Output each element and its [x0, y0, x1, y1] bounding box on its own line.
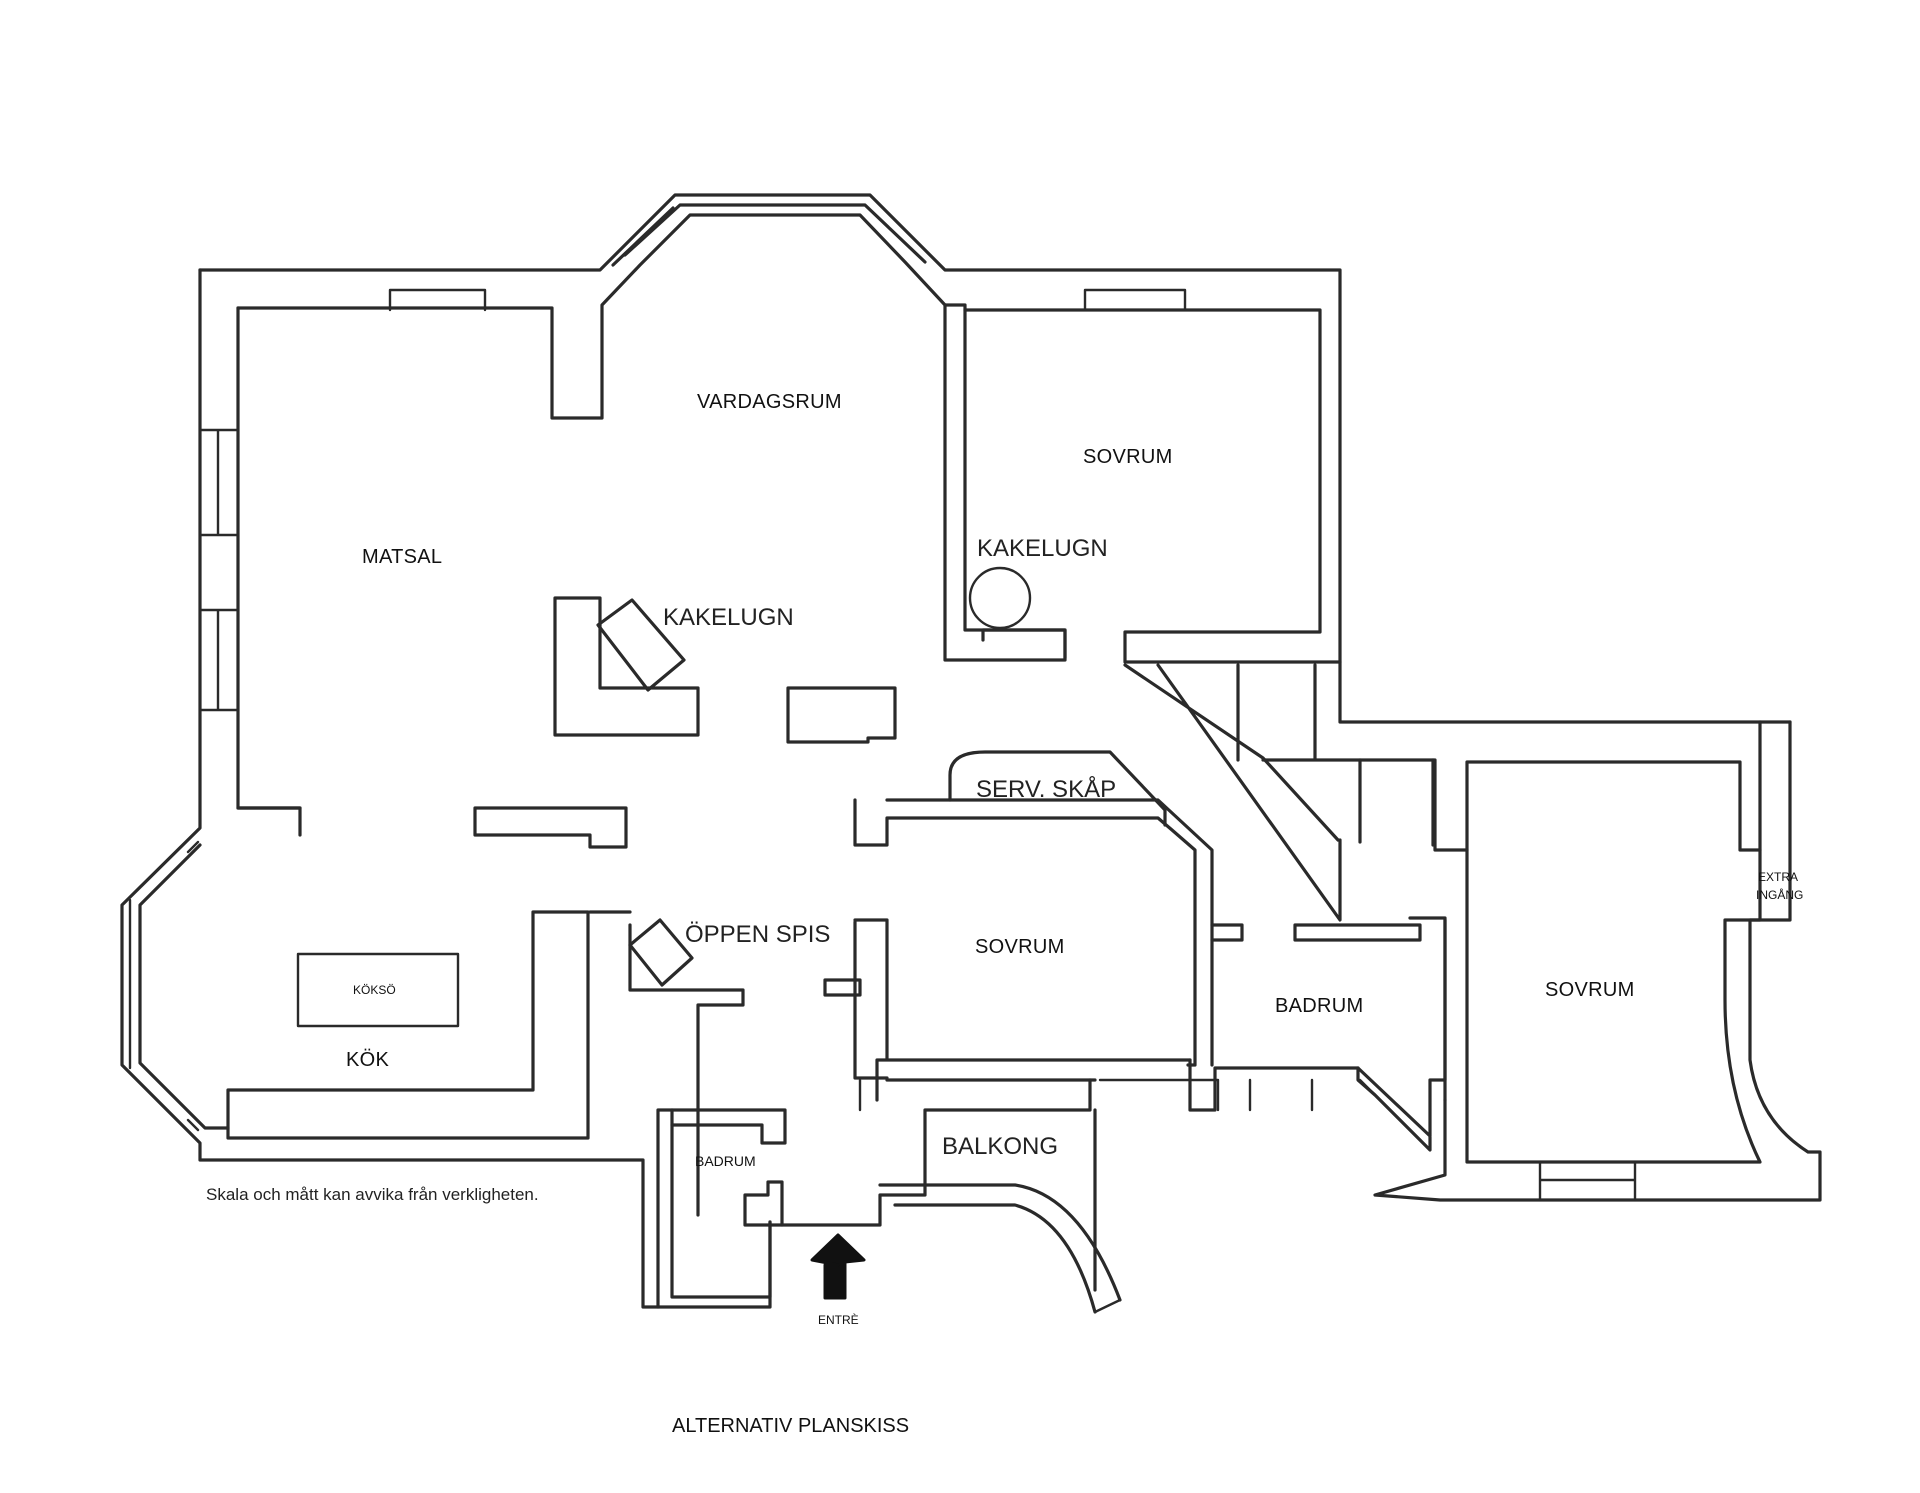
room-label-badrum-small: BADRUM — [695, 1153, 756, 1169]
room-label-balkong: BALKONG — [942, 1133, 1059, 1160]
fixture-label-koksoe: KÖKSÖ — [353, 983, 396, 997]
outer-walls — [120, 193, 1792, 1309]
label-ingang: INGÅNG — [1756, 888, 1804, 902]
room-label-sovrum-top: SOVRUM — [1083, 446, 1173, 468]
plan-title: ALTERNATIV PLANSKISS — [672, 1415, 910, 1437]
entrance-arrow — [810, 1233, 866, 1300]
room-label-sovrum-right: SOVRUM — [1545, 979, 1635, 1001]
room-label-matsal: MATSAL — [362, 546, 443, 568]
fixture-label-oppen-spis: ÖPPEN SPIS — [685, 921, 831, 948]
interior-walls — [473, 303, 1822, 1314]
room-label-badrum-mid: BADRUM — [1275, 995, 1364, 1017]
room-label-vardagsrum: VARDAGSRUM — [697, 391, 842, 413]
fixture-label-serv-skap: SERV. SKÅP — [976, 776, 1117, 803]
scale-disclaimer: Skala och mått kan avvika från verklighe… — [206, 1185, 539, 1204]
label-extra: EXTRA — [1758, 870, 1799, 884]
label-entre: ENTRÈ — [818, 1313, 859, 1327]
fixture-label-kakelugn-left: KAKELUGN — [663, 604, 794, 631]
room-label-sovrum-mid: SOVRUM — [975, 936, 1065, 958]
room-label-kok: KÖK — [346, 1049, 390, 1071]
fixture-label-kakelugn-right: KAKELUGN — [977, 535, 1108, 562]
